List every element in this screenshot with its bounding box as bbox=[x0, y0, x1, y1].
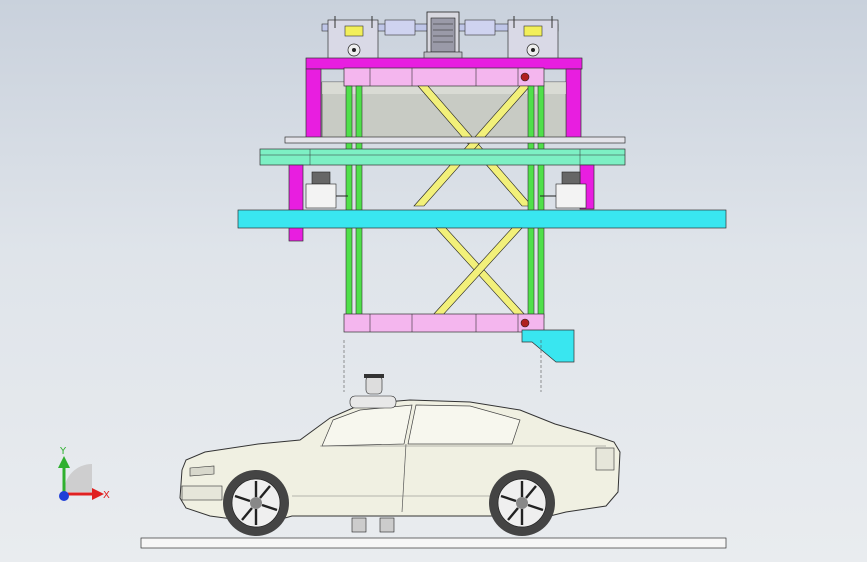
grey-plate bbox=[284, 136, 626, 144]
right-actuator bbox=[540, 171, 587, 209]
green-post-4 bbox=[537, 85, 545, 319]
green-post-2 bbox=[355, 85, 363, 319]
right-magenta-post bbox=[565, 68, 582, 140]
x-axis-label: X bbox=[103, 490, 110, 501]
front-window bbox=[321, 404, 413, 447]
rear-window bbox=[407, 404, 521, 445]
wheel-icon bbox=[489, 470, 555, 536]
car-supports bbox=[351, 517, 395, 533]
left-magenta-post bbox=[305, 68, 322, 140]
y-axis-label: Y bbox=[59, 446, 67, 457]
z-axis-dot bbox=[59, 491, 69, 501]
right-coupling bbox=[464, 19, 496, 36]
gear-motor-icon bbox=[423, 11, 463, 61]
lower-pink-carriage bbox=[343, 313, 545, 333]
wheel-icon bbox=[223, 470, 289, 536]
headlight bbox=[189, 465, 215, 477]
cyan-main-beam[interactable] bbox=[237, 209, 727, 229]
green-post-3 bbox=[527, 85, 535, 319]
left-coupling bbox=[384, 19, 416, 36]
drive-assembly[interactable] bbox=[321, 11, 559, 61]
left-actuator bbox=[305, 171, 348, 209]
right-bearing-block bbox=[507, 16, 559, 61]
ground-plate bbox=[140, 537, 727, 549]
top-magenta-beam bbox=[305, 57, 583, 70]
front-bumper bbox=[181, 485, 223, 501]
lower-scissor bbox=[431, 227, 527, 317]
green-post-1 bbox=[345, 85, 353, 319]
lower-left-magenta-post bbox=[288, 164, 304, 242]
xyz-axis-icon[interactable]: Y X bbox=[58, 446, 110, 501]
car[interactable] bbox=[179, 374, 621, 536]
teal-beam bbox=[259, 148, 626, 166]
tail-light bbox=[595, 447, 615, 471]
upper-pink-carriage bbox=[343, 67, 545, 87]
cyan-bracket bbox=[521, 329, 575, 363]
roof-sensor bbox=[349, 374, 397, 409]
left-bearing-block bbox=[327, 16, 379, 61]
